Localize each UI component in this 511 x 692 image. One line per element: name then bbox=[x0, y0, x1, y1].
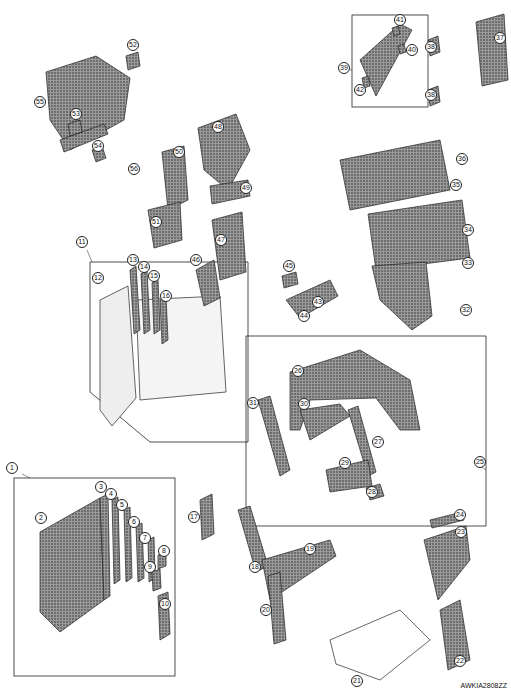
callout-number: 31 bbox=[247, 397, 259, 409]
callout-number: 10 bbox=[159, 598, 171, 610]
callout-number: 30 bbox=[298, 398, 310, 410]
callout-number: 54 bbox=[92, 140, 104, 152]
callout-number: 38 bbox=[425, 89, 437, 101]
callout-number: 52 bbox=[127, 39, 139, 51]
callout-number: 40 bbox=[406, 44, 418, 56]
callout-number: 17 bbox=[188, 511, 200, 523]
figure-code: AWKIA2808ZZ bbox=[461, 682, 507, 689]
callout-number: 39 bbox=[338, 62, 350, 74]
callout-number: 15 bbox=[148, 270, 160, 282]
callout-number: 33 bbox=[462, 257, 474, 269]
callout-number: 42 bbox=[354, 84, 366, 96]
callout-number: 11 bbox=[76, 236, 88, 248]
callout-number: 7 bbox=[139, 532, 151, 544]
callout-number: 16 bbox=[160, 290, 172, 302]
callout-number: 35 bbox=[450, 179, 462, 191]
callout-number: 45 bbox=[283, 260, 295, 272]
callout-number: 46 bbox=[190, 254, 202, 266]
callout-number: 41 bbox=[394, 14, 406, 26]
callout-number: 36 bbox=[456, 153, 468, 165]
callout-number: 27 bbox=[372, 436, 384, 448]
callout-number: 5 bbox=[116, 499, 128, 511]
callout-number: 50 bbox=[173, 146, 185, 158]
callout-number: 23 bbox=[455, 526, 467, 538]
callout-number: 44 bbox=[298, 310, 310, 322]
callout-number: 25 bbox=[474, 456, 486, 468]
callout-number: 14 bbox=[138, 261, 150, 273]
callout-number: 38 bbox=[425, 41, 437, 53]
callout-number: 49 bbox=[240, 182, 252, 194]
callout-number: 55 bbox=[34, 96, 46, 108]
callout-number: 13 bbox=[127, 254, 139, 266]
callout-number: 2 bbox=[35, 512, 47, 524]
callout-number: 1 bbox=[6, 462, 18, 474]
callout-number: 4 bbox=[105, 488, 117, 500]
callout-number: 18 bbox=[249, 561, 261, 573]
callout-number: 43 bbox=[312, 296, 324, 308]
callout-number: 8 bbox=[158, 545, 170, 557]
callout-number: 48 bbox=[212, 121, 224, 133]
callout-number: 6 bbox=[128, 516, 140, 528]
callout-number: 37 bbox=[494, 32, 506, 44]
callout-number: 22 bbox=[454, 655, 466, 667]
callout-number: 12 bbox=[92, 272, 104, 284]
callout-number: 20 bbox=[260, 604, 272, 616]
callout-number: 28 bbox=[366, 486, 378, 498]
callout-number: 21 bbox=[351, 675, 363, 687]
callout-number: 34 bbox=[462, 224, 474, 236]
callout-number: 26 bbox=[292, 365, 304, 377]
callout-number: 53 bbox=[70, 108, 82, 120]
callout-number: 47 bbox=[215, 234, 227, 246]
callout-number: 56 bbox=[128, 163, 140, 175]
callout-number: 9 bbox=[144, 561, 156, 573]
callout-number: 51 bbox=[150, 216, 162, 228]
callout-number: 32 bbox=[460, 304, 472, 316]
callout-number: 24 bbox=[454, 509, 466, 521]
callout-number: 29 bbox=[339, 457, 351, 469]
callout-number: 19 bbox=[304, 543, 316, 555]
